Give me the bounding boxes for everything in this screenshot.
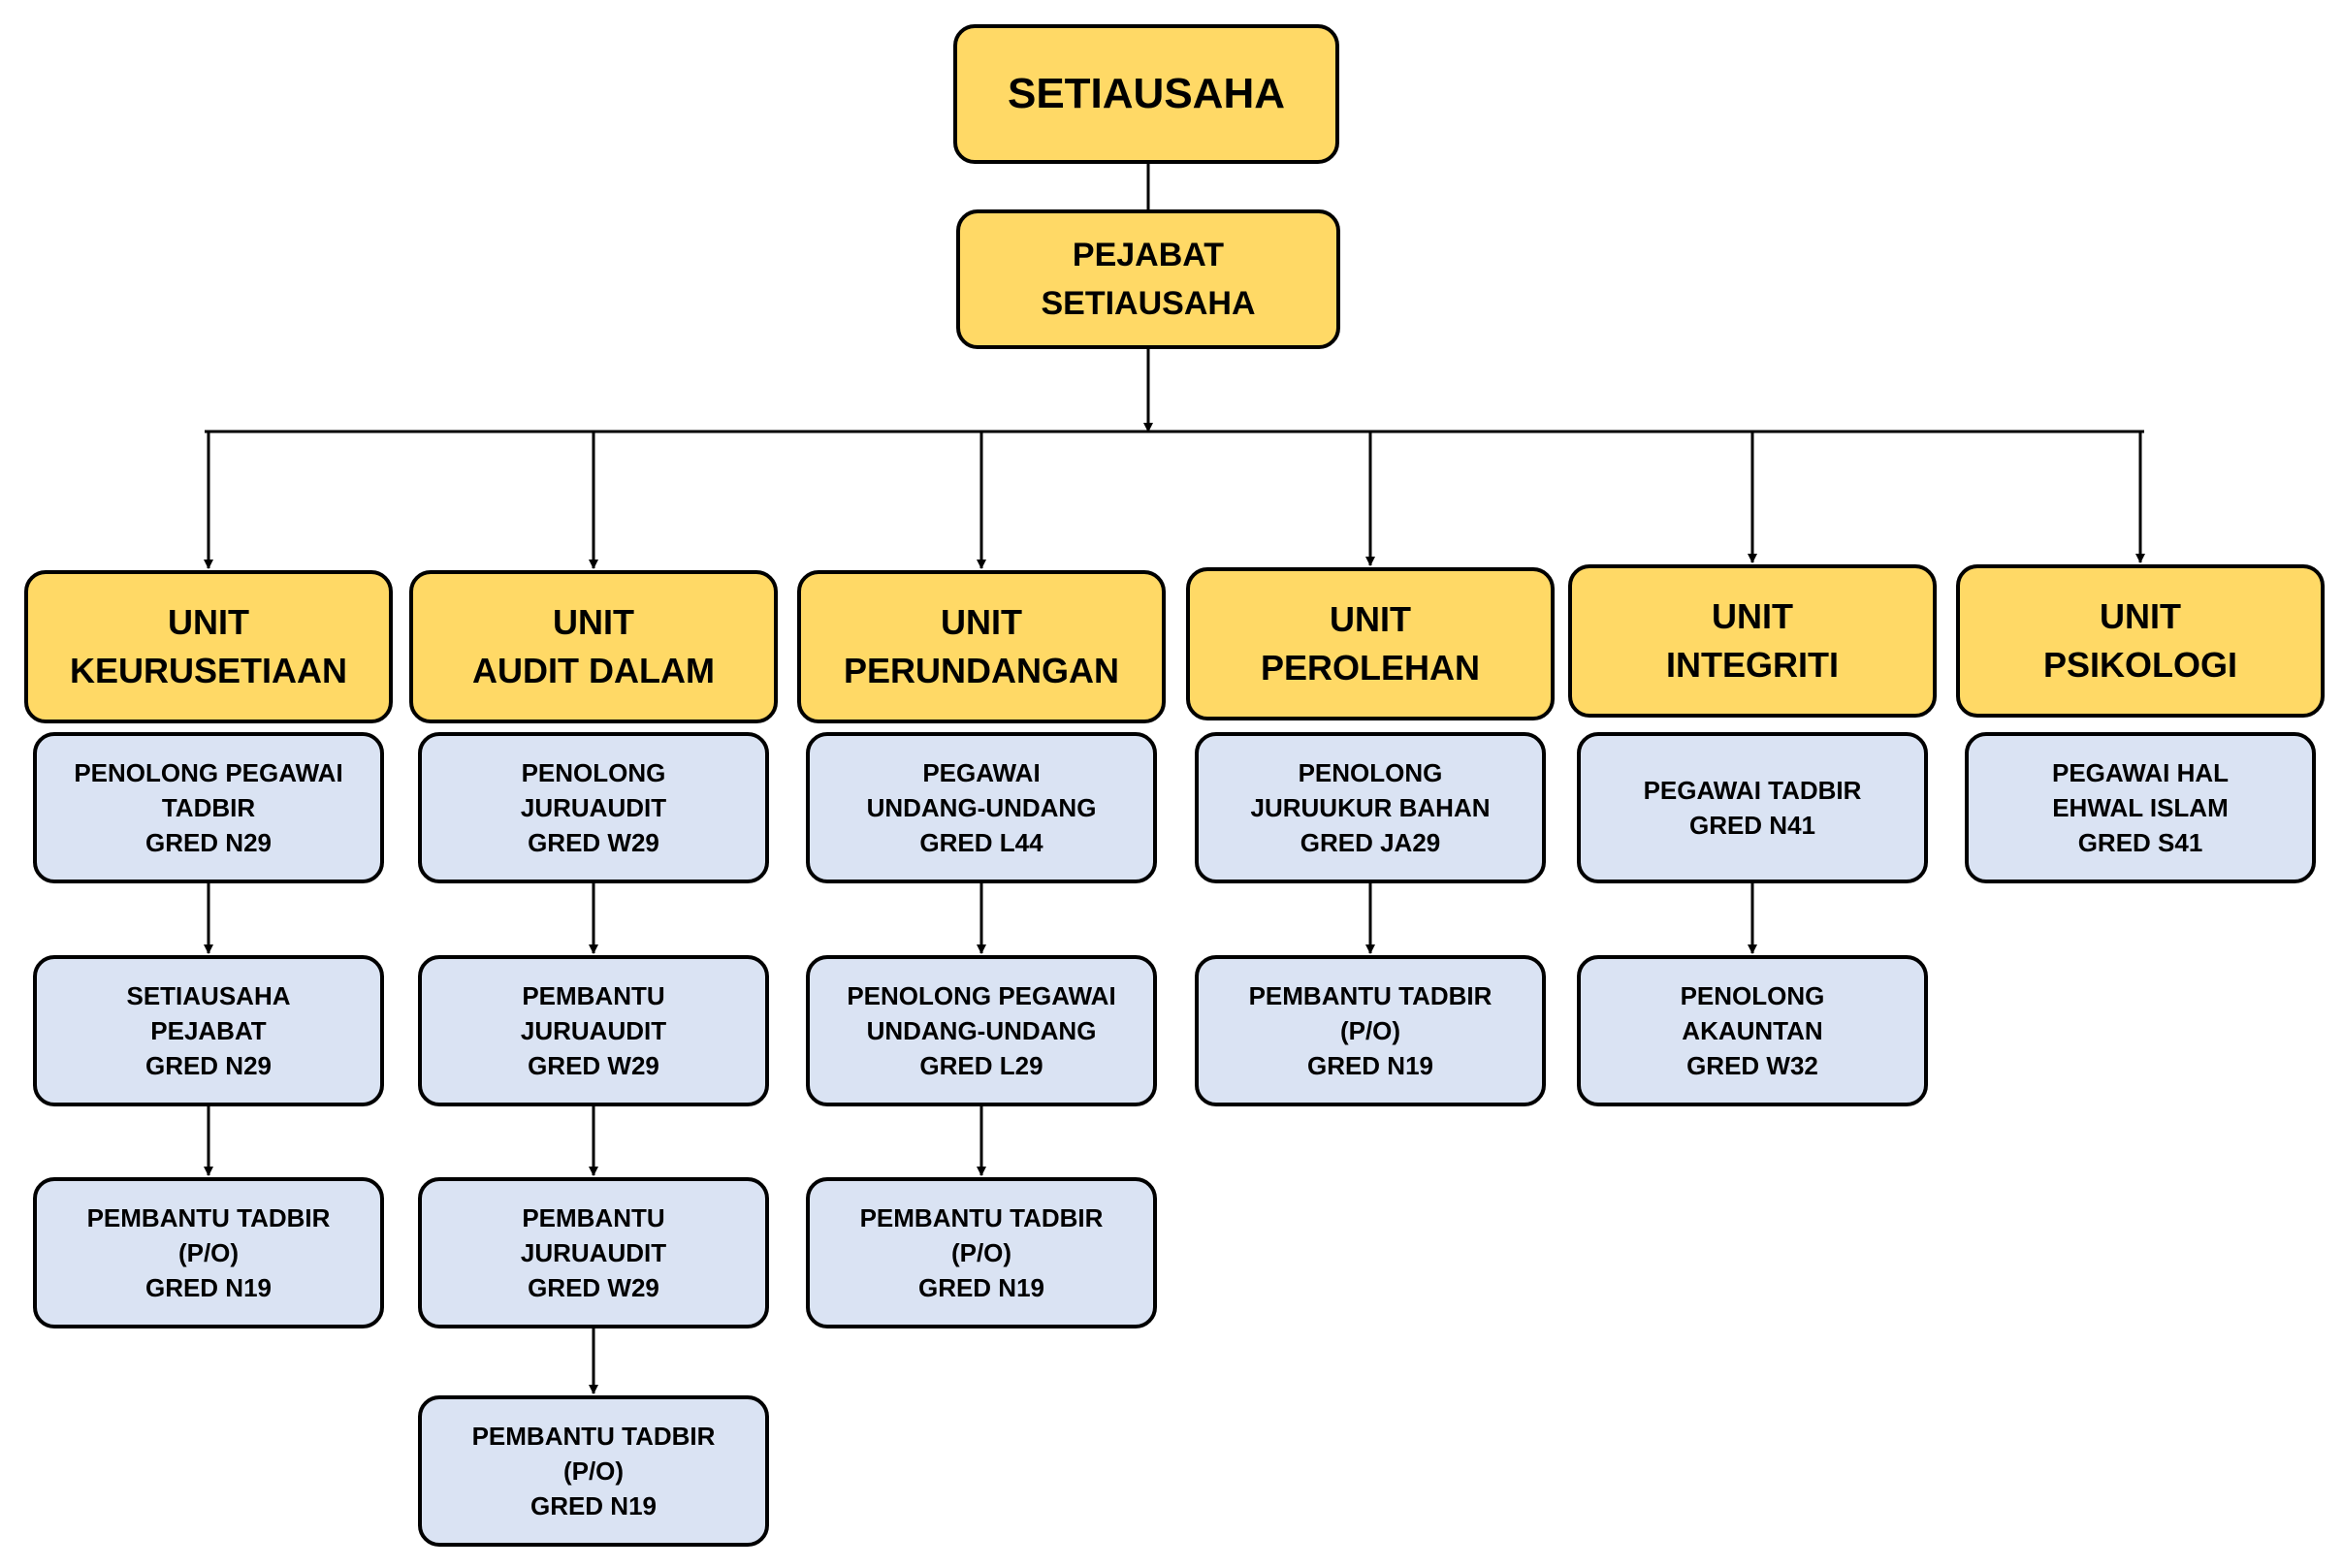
position-box: PEMBANTU TADBIR (P/O) GRED N19	[1195, 955, 1546, 1106]
unit-header-box: UNIT INTEGRITI	[1568, 564, 1937, 718]
unit-header-box: UNIT AUDIT DALAM	[409, 570, 778, 723]
position-box: PENOLONG AKAUNTAN GRED W32	[1577, 955, 1928, 1106]
position-box: PEMBANTU TADBIR (P/O) GRED N19	[33, 1177, 384, 1328]
position-box: PEGAWAI TADBIR GRED N41	[1577, 732, 1928, 883]
unit-header-box: UNIT KEURUSETIAAN	[24, 570, 393, 723]
position-box: PENOLONG JURUUKUR BAHAN GRED JA29	[1195, 732, 1546, 883]
position-box: SETIAUSAHA PEJABAT GRED N29	[33, 955, 384, 1106]
office-box-pejabat-setiausaha: PEJABAT SETIAUSAHA	[956, 209, 1340, 349]
position-box: PENOLONG JURUAUDIT GRED W29	[418, 732, 769, 883]
position-box: PEMBANTU JURUAUDIT GRED W29	[418, 955, 769, 1106]
position-box: PEGAWAI UNDANG-UNDANG GRED L44	[806, 732, 1157, 883]
position-box: PEGAWAI HAL EHWAL ISLAM GRED S41	[1965, 732, 2316, 883]
unit-header-box: UNIT PSIKOLOGI	[1956, 564, 2325, 718]
position-box: PEMBANTU TADBIR (P/O) GRED N19	[806, 1177, 1157, 1328]
unit-header-box: UNIT PEROLEHAN	[1186, 567, 1555, 720]
position-box: PEMBANTU TADBIR (P/O) GRED N19	[418, 1395, 769, 1547]
position-box: PENOLONG PEGAWAI UNDANG-UNDANG GRED L29	[806, 955, 1157, 1106]
root-box-setiausaha: SETIAUSAHA	[953, 24, 1339, 164]
unit-header-box: UNIT PERUNDANGAN	[797, 570, 1166, 723]
position-box: PENOLONG PEGAWAI TADBIR GRED N29	[33, 732, 384, 883]
position-box: PEMBANTU JURUAUDIT GRED W29	[418, 1177, 769, 1328]
